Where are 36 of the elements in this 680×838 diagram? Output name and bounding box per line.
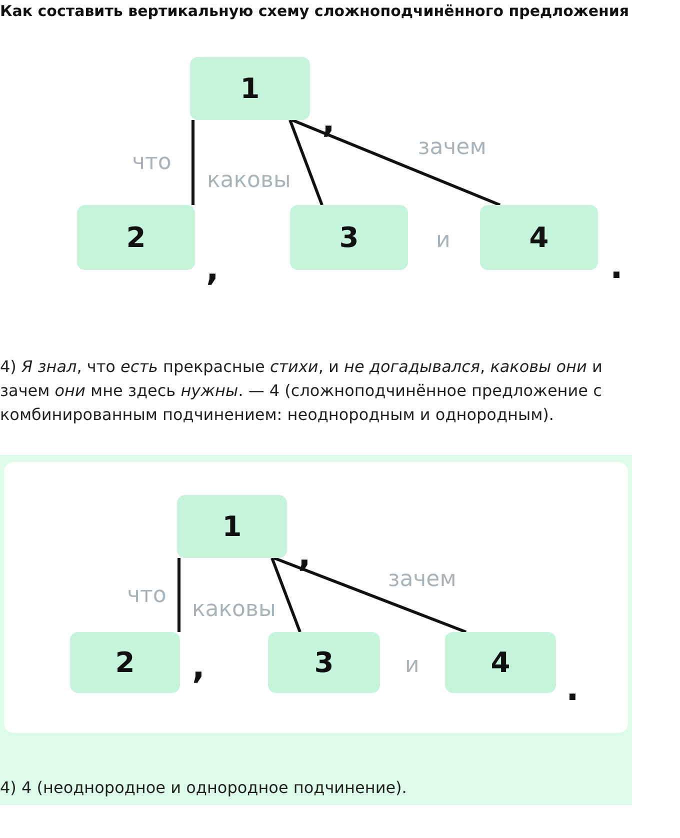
- edge-label: каковы: [207, 170, 291, 192]
- edge-label: каковы: [192, 599, 276, 621]
- number-box: [190, 57, 310, 120]
- edge-label: зачем: [388, 569, 456, 591]
- connector-line: [270, 557, 302, 633]
- connector-line: [288, 119, 324, 206]
- heading: Как составить вертикальную схему сложноподчинённого предложения: [0, 2, 630, 20]
- punctuation-mark: ,: [192, 650, 205, 684]
- number-box: [77, 205, 195, 270]
- box-number: 1: [222, 510, 242, 543]
- number-box: [268, 632, 380, 693]
- box-number: 3: [339, 221, 359, 254]
- box-number: 2: [126, 221, 146, 254]
- punctuation-mark: ,: [206, 252, 219, 286]
- punctuation-mark: .: [610, 250, 623, 284]
- edge-label: что: [127, 585, 166, 607]
- number-box: [177, 495, 287, 558]
- number-box: [70, 632, 180, 693]
- number-box: [290, 205, 408, 270]
- conjunction-label: и: [405, 655, 420, 677]
- connector-line: [291, 118, 501, 206]
- punctuation-mark: .: [566, 672, 579, 706]
- connector-line: [192, 120, 194, 205]
- connector-line: [273, 556, 467, 634]
- connector-line: [178, 558, 180, 632]
- edge-label: зачем: [418, 137, 486, 159]
- box-number: 4: [529, 221, 549, 254]
- box-number: 3: [314, 646, 334, 679]
- box-number: 2: [115, 646, 135, 679]
- conjunction-label: и: [436, 230, 450, 252]
- box-number: 4: [490, 646, 510, 679]
- answer-text: 4) 4 (неоднородное и однородное подчинение).: [0, 778, 408, 797]
- edge-label: что: [132, 152, 172, 174]
- box-number: 1: [240, 72, 260, 105]
- number-box: [480, 205, 598, 270]
- number-box: [445, 632, 556, 693]
